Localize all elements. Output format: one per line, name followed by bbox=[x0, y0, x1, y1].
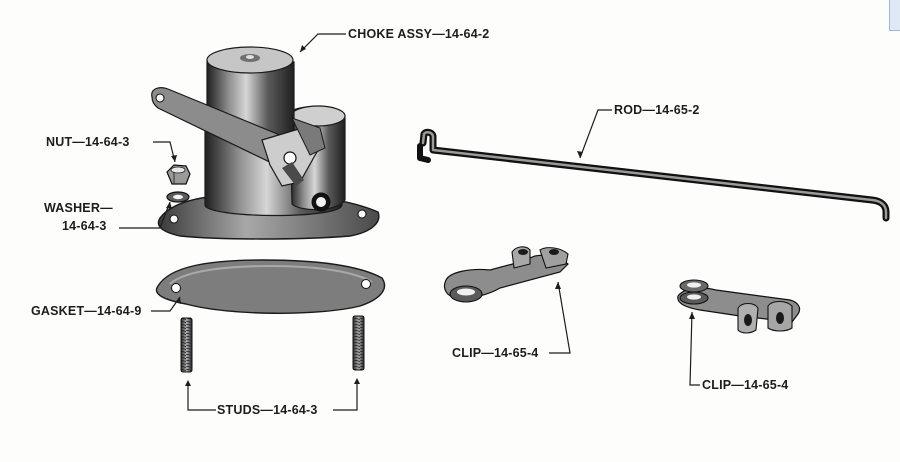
leader-arrowheads bbox=[166, 45, 695, 386]
label-clip-right: CLIP—14-65-4 bbox=[702, 378, 789, 392]
label-studs: STUDS—14-64-3 bbox=[217, 403, 318, 417]
clip-left bbox=[443, 246, 569, 303]
gasket bbox=[155, 259, 386, 314]
leader-studs-right bbox=[333, 381, 358, 411]
leader-clip-left bbox=[549, 281, 571, 354]
leader-studs-left bbox=[187, 383, 216, 411]
label-choke-assy: CHOKE ASSY—14-64-2 bbox=[348, 27, 490, 41]
leader-choke bbox=[299, 33, 346, 53]
label-gasket: GASKET—14-64-9 bbox=[31, 304, 142, 318]
leader-clip-right bbox=[689, 311, 700, 386]
choke-assembly bbox=[151, 46, 380, 240]
label-washer-line2: 14-64-3 bbox=[62, 219, 107, 233]
label-rod: ROD—14-65-2 bbox=[614, 103, 700, 117]
label-clip-left: CLIP—14-65-4 bbox=[452, 346, 539, 360]
leader-rod bbox=[579, 109, 612, 159]
leader-nut bbox=[153, 141, 176, 163]
nut bbox=[166, 164, 191, 185]
stud-right bbox=[352, 315, 365, 371]
page-edge-tab bbox=[889, 0, 900, 31]
label-washer-line1: WASHER— bbox=[44, 201, 113, 215]
label-nut: NUT—14-64-3 bbox=[46, 135, 130, 149]
clip-right bbox=[677, 279, 801, 334]
stud-left bbox=[180, 317, 193, 373]
rod bbox=[417, 128, 890, 222]
washer bbox=[166, 191, 190, 203]
leader-washer bbox=[119, 201, 171, 229]
